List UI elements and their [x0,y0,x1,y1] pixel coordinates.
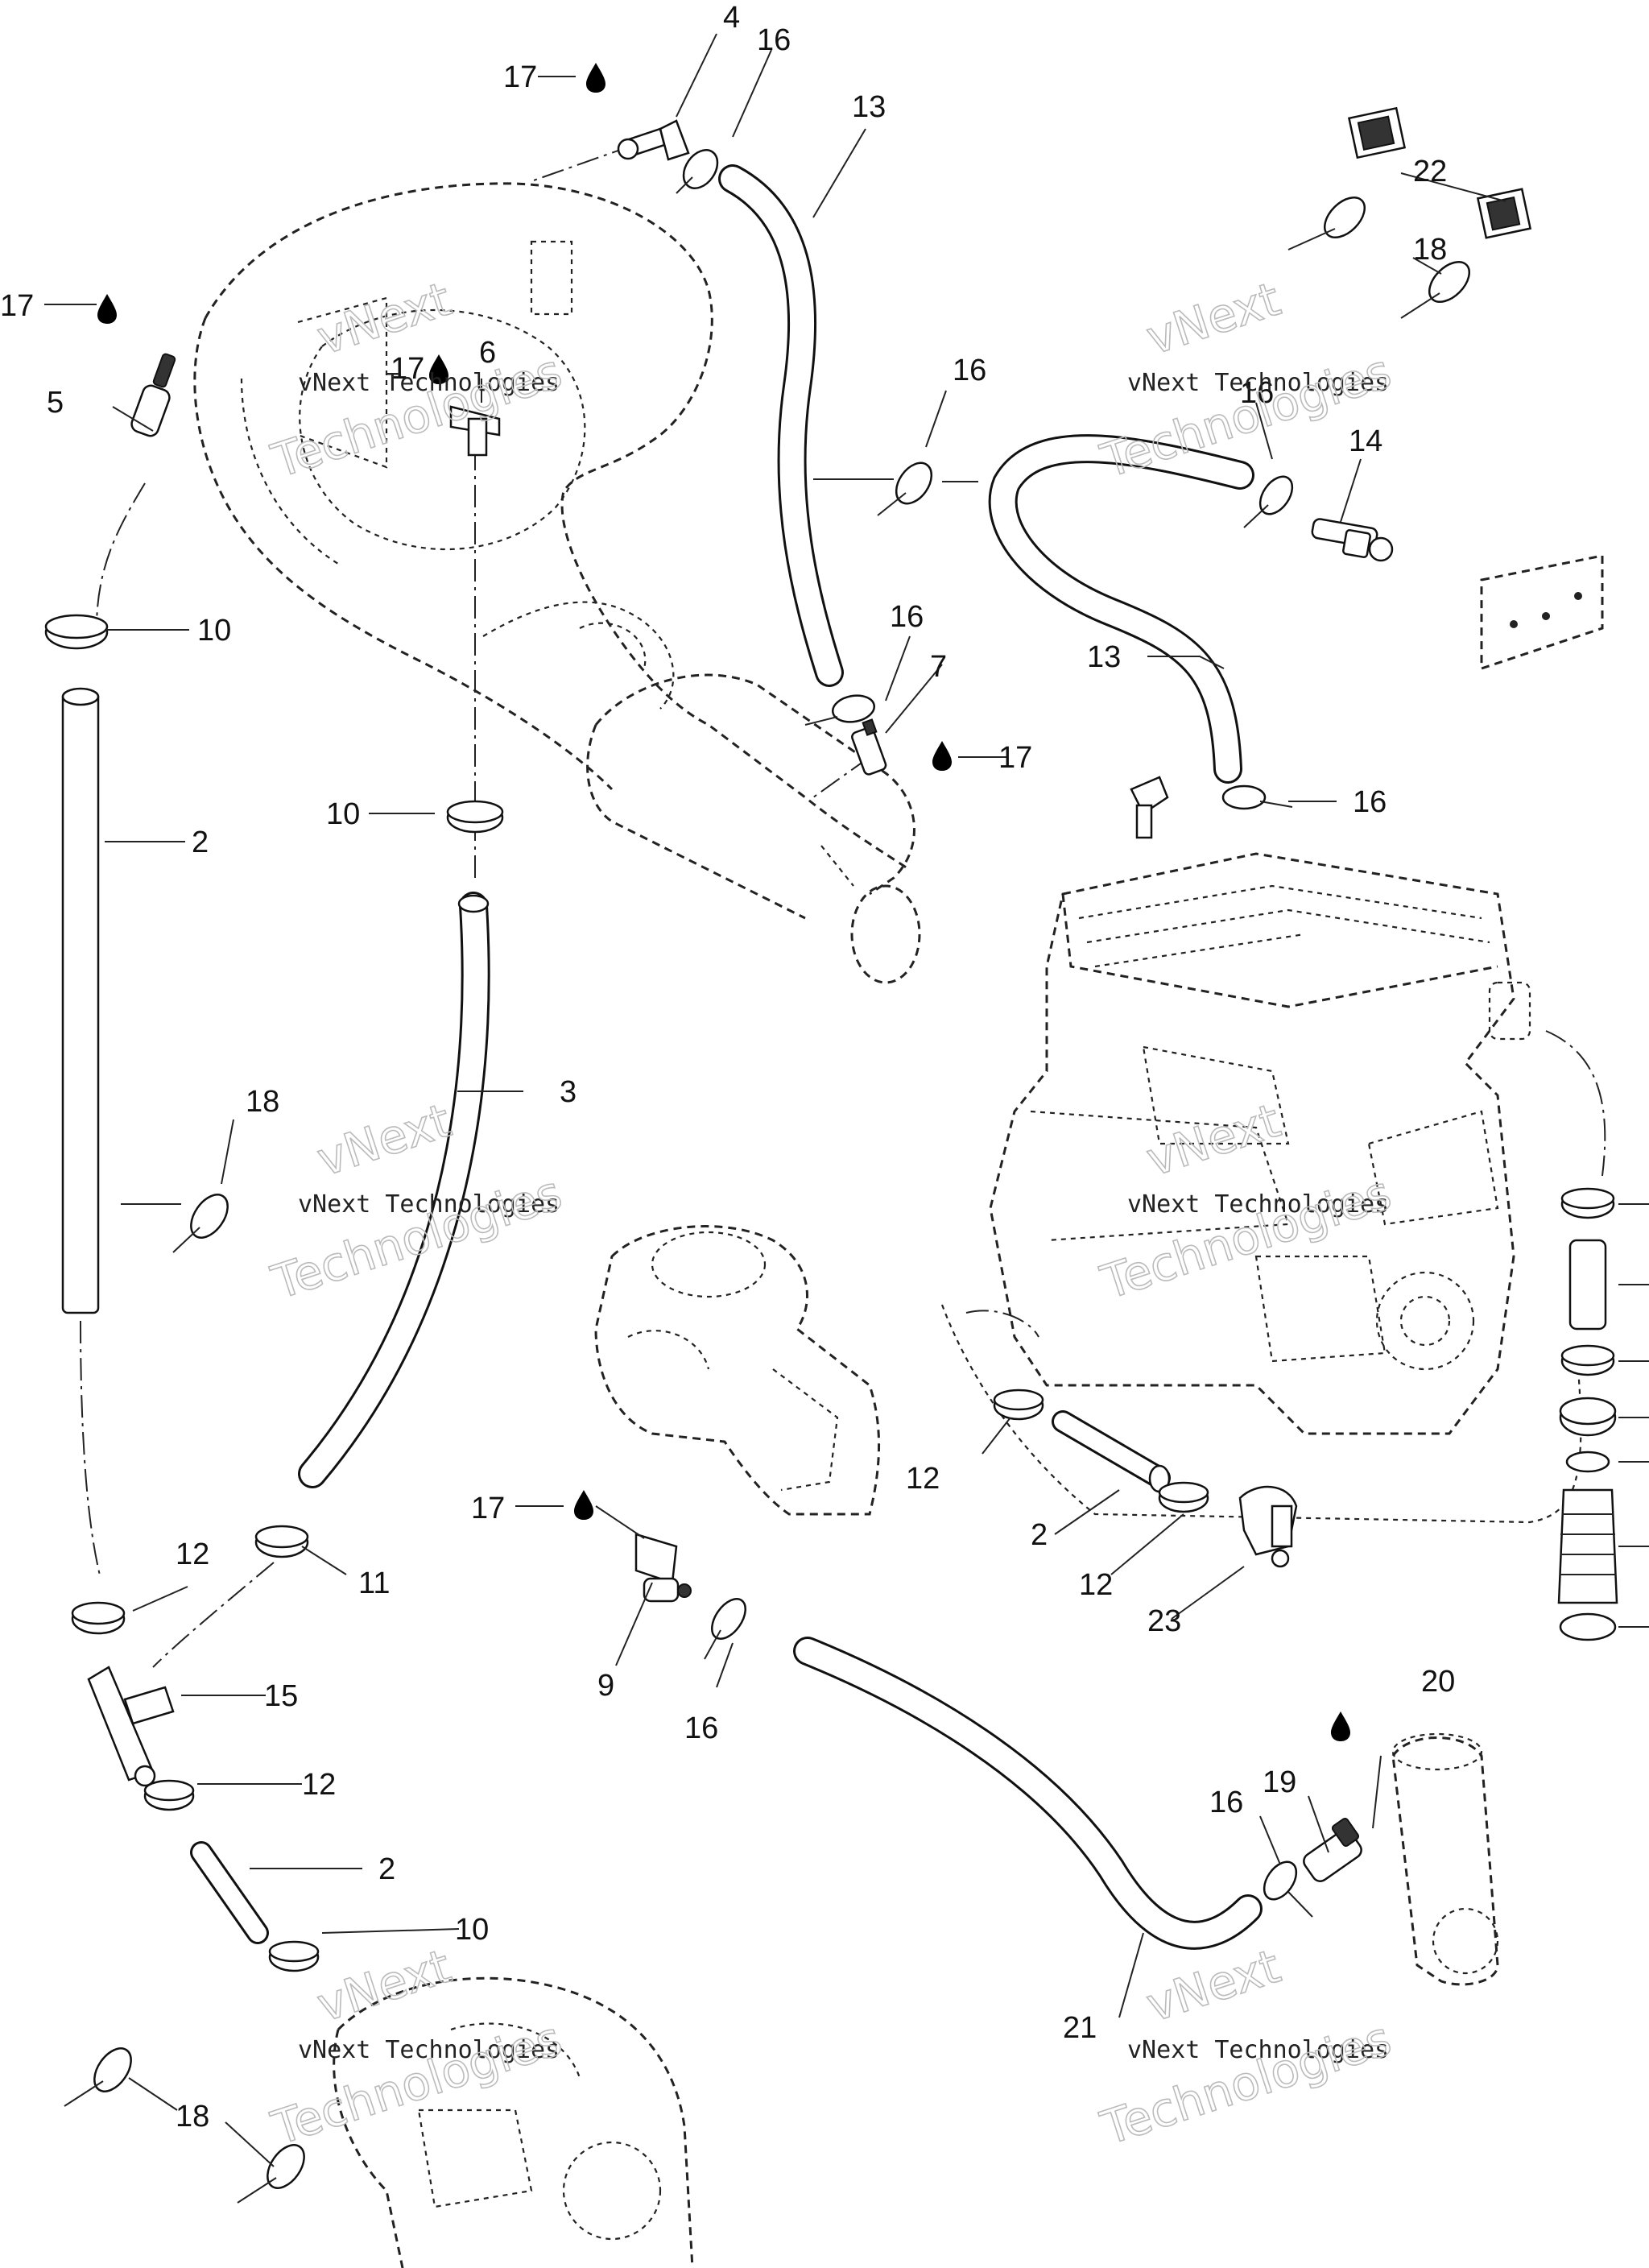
phantom-exhaust-pipe [193,182,921,984]
callout-20: 20 [1421,1665,1455,1699]
bellows-12-right [1557,1488,1618,1604]
callout-labels: 17 4 16 13 17 5 17 6 16 16 14 10 13 16 7… [0,1,1455,2133]
callout-23: 23 [1147,1604,1181,1638]
watermark-outline: vNext [311,1939,457,2033]
drop-icon [1331,1711,1350,1741]
callout-16: 16 [890,600,924,634]
callout-2: 2 [378,1852,395,1886]
watermarks: vNext vNext Technologies Technologies vN… [264,271,1398,2157]
callout-12: 12 [1079,1568,1113,1602]
callout-3: 3 [560,1075,577,1109]
hose-2-right-stack [1568,1239,1607,1331]
watermark-outline: vNext [1140,1093,1287,1187]
elbow-fitting-4 [617,119,690,161]
callout-18: 18 [1413,233,1447,267]
drop-icon [586,63,605,93]
callout-10: 10 [326,797,360,831]
phantom-jet-pump-bottom [333,1976,694,2268]
watermark-text: vNext Technologies [1127,369,1389,397]
callout-2: 2 [192,826,209,859]
callout-17: 17 [471,1492,505,1525]
callout-18: 18 [246,1085,279,1119]
fitting-7 [851,718,887,776]
callout-10: 10 [197,614,231,648]
callout-12: 12 [176,1538,209,1571]
watermark-outline: vNext [311,1093,457,1187]
leader-lines [44,33,1649,2167]
watermark-text: vNext Technologies [298,369,560,397]
fitting-14 [1311,518,1394,562]
watermark-text: vNext Technologies [1127,1190,1389,1219]
callout-13: 13 [1087,640,1121,674]
fitting-5 [130,353,176,437]
watermark-text: vNext Technologies [1127,2036,1389,2064]
callout-6: 6 [479,336,496,370]
pads-22 [1347,106,1532,239]
watermark-outline: Technologies [265,2011,568,2156]
callout-10: 10 [455,1913,489,1947]
drop-icon [429,354,448,384]
watermark-outline: vNext [1140,271,1287,366]
hose-2-long [61,687,100,1314]
phantom-pump-housing [594,1225,880,1516]
phantom-exhaust-outlet [1391,1732,1499,1986]
callout-12: 12 [906,1462,940,1496]
hose-2-small-bottom [190,1841,269,1944]
callout-17: 17 [998,741,1032,775]
callout-16: 16 [1209,1786,1243,1819]
callout-16: 16 [684,1711,718,1745]
callout-13: 13 [852,90,886,124]
fitting-19 [1303,1817,1362,1882]
fitting-9 [634,1533,692,1603]
drop-icon [97,294,117,324]
callout-17: 17 [0,289,34,323]
callout-15: 15 [264,1679,298,1713]
callout-2: 2 [1031,1518,1048,1552]
callout-5: 5 [47,386,64,420]
assembly-guide-lines [80,132,1606,1668]
drop-icon [932,741,952,771]
valve-23 [1238,1485,1298,1568]
drop-icon [574,1490,593,1520]
callout-16: 16 [757,23,791,57]
hose-13-right [988,434,1254,784]
hose-21 [793,1637,1263,1950]
hose-3 [298,892,490,1488]
callout-16: 16 [1353,785,1387,819]
callout-17: 17 [391,352,424,386]
callout-11: 11 [358,1566,390,1600]
callout-16: 16 [1240,376,1274,410]
clamps [44,614,1617,1972]
callout-7: 7 [930,650,947,684]
callout-22: 22 [1413,155,1447,188]
watermark-outline: vNext [1140,1939,1287,2033]
callout-4: 4 [723,1,740,35]
callout-16: 16 [953,354,986,387]
hose-2-small-middle [1052,1410,1171,1493]
watermark-outline: Technologies [1094,1165,1397,1310]
callout-14: 14 [1349,424,1382,458]
callout-21: 21 [1063,2011,1097,2045]
phantom-engine-block [940,852,1582,1524]
tee-fitting-6 [449,405,501,457]
watermark-text: vNext Technologies [298,2036,560,2064]
phantom-bracket [1480,554,1604,671]
callout-17: 17 [503,60,537,94]
tee-fitting-15 [87,1666,175,1787]
watermark-outline: Technologies [1094,2011,1397,2156]
drop-icon-group [97,63,1350,1741]
watermark-text: vNext Technologies [298,1190,560,1219]
hose-13-top [718,164,844,687]
callout-18: 18 [176,2100,209,2133]
watermark-outline: vNext [311,271,457,366]
callout-19: 19 [1263,1765,1296,1799]
callout-9: 9 [597,1669,614,1703]
elbow-fitting-engine [1130,776,1169,839]
callout-12: 12 [302,1768,336,1802]
